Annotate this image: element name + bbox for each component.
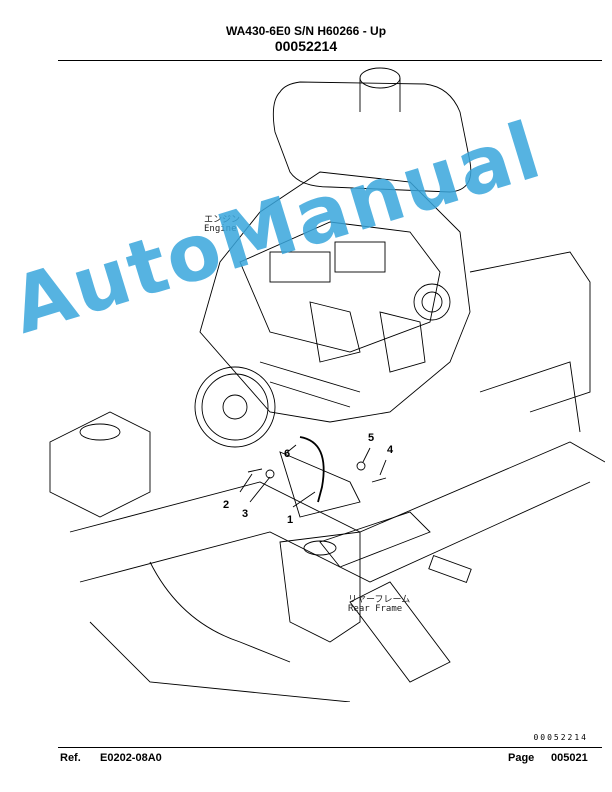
page-title: WA430-6E0 S/N H60266 - Up [225,24,387,38]
ref-label: Ref. [60,752,81,764]
engine-drawing [194,171,471,448]
muffler-drawing [272,67,472,193]
callout-3: 3 [242,508,249,520]
parts-diagram: 6 2 3 1 5 4 エンジン Engine リヤーフレーム Rear Fra… [30,62,605,702]
page-number: 005021 [551,752,588,764]
footer-rule [58,747,602,748]
callout-4: 4 [387,444,394,456]
page-header: WA430-6E0 S/N H60266 - Up 00052214 [0,24,612,54]
drawing-doc-number: 00052214 [533,733,588,742]
rear-frame-label: Rear Frame [348,604,403,614]
drawing-code: 00052214 [274,38,338,54]
hose-drawing [247,436,387,518]
callout-6: 6 [284,448,291,460]
header-rule [58,60,602,61]
engine-label: Engine [204,224,237,234]
callout-1: 1 [287,514,294,526]
ref-value: E0202-08A0 [100,752,162,764]
page-footer: Ref. E0202-08A0 Page 005021 [0,752,612,768]
callout-2: 2 [223,499,230,511]
callout-5: 5 [368,432,375,444]
engine-label-jp: エンジン [204,215,241,225]
engine-frame-illustration [49,67,605,702]
rear-frame-label-jp: リヤーフレーム [348,595,411,605]
page-label: Page [508,752,535,764]
rear-frame-drawing [49,251,605,702]
